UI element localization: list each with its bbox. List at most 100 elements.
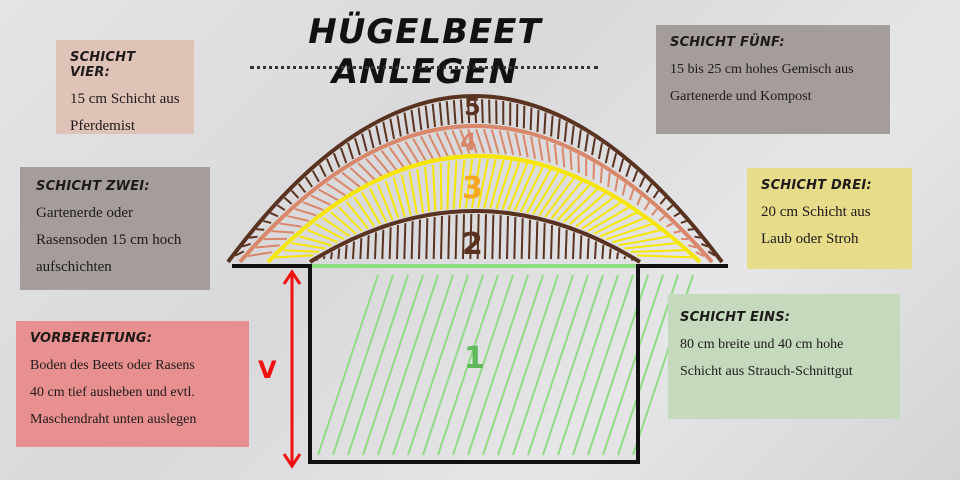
hatch-stroke [322,255,326,260]
box-line: 15 cm Schicht aus [70,91,180,107]
hatch-stroke [380,150,398,171]
hatch-stroke [443,131,456,156]
hatch-stroke [572,274,634,456]
hatch-stroke [276,204,286,211]
hatch-stroke [310,194,332,206]
hatch-stroke [337,206,363,232]
hatch-stroke [447,215,451,260]
hatch-stroke [424,166,431,212]
hatch-stroke [333,177,354,192]
hatch-stroke [438,102,443,126]
hatch-stroke [621,183,627,196]
hatch-stroke [263,219,272,224]
hatch-stroke [332,274,394,456]
hatch-stroke [322,217,351,238]
layer-5-outline [226,94,724,264]
hatch-stroke [439,163,443,211]
hatch-stroke [495,160,513,210]
hatch-stroke [247,251,273,258]
box-heading: SCHICHT ZWEI: [36,179,150,194]
hatch-stroke [382,121,389,142]
box-heading: SCHICHT EINS: [680,310,791,325]
box-line: Schicht aus Strauch-Schnittgut [680,364,853,379]
box-heading: VORBEREITUNG: [30,331,153,346]
hatch-stroke [404,140,420,164]
hatch-stroke [412,138,427,162]
hatch-stroke [416,168,425,214]
hatch-stroke [520,218,524,260]
hatch-stroke [673,230,681,234]
hatch-stroke [562,187,599,223]
hatch-stroke [330,211,357,235]
hatch-stroke [624,242,677,250]
hatch-stroke [543,112,547,135]
hatch-stroke [482,274,544,456]
hatch-stroke [550,115,554,137]
hatch-stroke [592,162,595,180]
hatch-stroke [477,158,489,209]
hatch-stroke [451,129,464,155]
hatch-stroke [339,147,348,164]
hatch-stroke [606,222,654,241]
hatch-stroke [538,173,568,216]
hatch-stroke [561,147,566,168]
hatch-stroke [466,99,471,124]
hatch-stroke [530,136,537,159]
hatch-stroke [396,115,402,137]
hatch-stroke [557,274,619,456]
hatch-stroke [475,128,485,154]
hatch-stroke [417,107,423,131]
hatch-stroke [347,274,409,456]
hatch-stroke [527,274,589,456]
hatch-stroke [381,229,385,260]
hatch-stroke [410,109,416,133]
hatch-stroke [249,235,258,239]
hatch-stroke [361,133,368,152]
layer-label-1: 1 [464,341,485,376]
hatch-stroke [483,159,497,209]
hatch-stroke [375,125,382,145]
hatch-stroke [577,154,580,173]
hatch-stroke [352,241,355,260]
hatch-stroke [519,166,544,213]
hatch-stroke [597,142,604,160]
hatch-stroke [507,162,529,211]
hatch-stroke [341,171,361,188]
hatch-stroke [614,177,619,192]
box-line: 40 cm tief ausheben und evtl. [30,385,195,400]
hatch-stroke [564,229,568,260]
hatch-stroke [584,133,589,152]
hatch-stroke [345,201,369,230]
hatch-stroke [557,227,561,260]
hatch-stroke [306,229,338,244]
hatch-stroke [537,138,544,161]
hatch-stroke [347,142,355,160]
hatch-stroke [532,171,560,215]
hatch-stroke [569,191,607,225]
hatch-stroke [694,235,701,239]
hatch-stroke [636,254,693,259]
hatch-stroke [290,189,300,199]
hatch-stroke [283,249,320,253]
hatch-stroke [294,207,317,217]
hatch-stroke [514,132,522,157]
hatch-stroke [283,197,293,205]
hatch-stroke [563,121,568,142]
hatch-stroke [271,230,295,234]
hatch-stroke [403,223,407,260]
hatch-stroke [651,208,658,216]
hatch-stroke [586,238,590,260]
hatch-stroke [604,147,611,164]
hatch-stroke [388,146,405,168]
hatch-stroke [688,244,697,249]
hatch-stroke [522,105,526,129]
hatch-stroke [425,218,429,260]
hatch-stroke [410,221,414,260]
hatch-stroke [542,274,604,456]
layer-label-3: 3 [462,171,483,206]
hatch-stroke [454,214,458,260]
hatch-stroke [234,250,245,257]
hatch-stroke [407,274,469,456]
depth-label: V [258,356,277,384]
hatch-stroke [302,201,324,211]
